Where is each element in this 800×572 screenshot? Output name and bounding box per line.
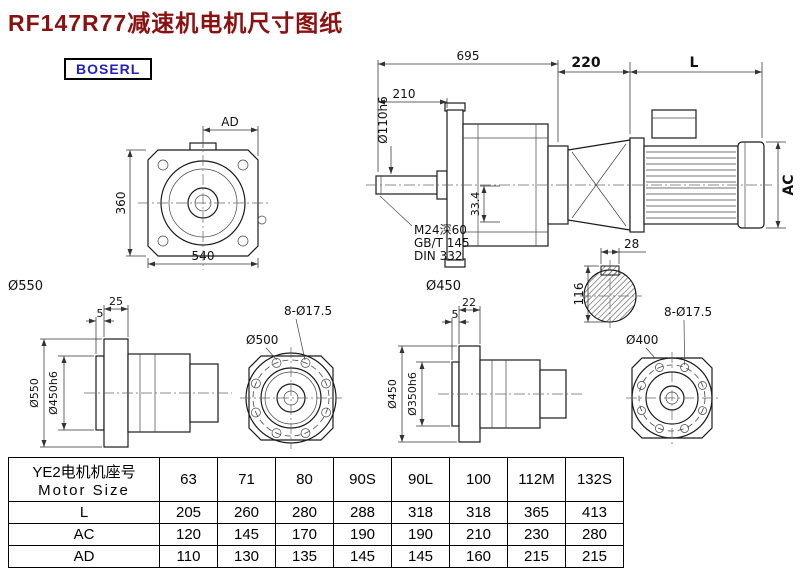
size-header-cell: 90S <box>333 457 392 502</box>
dim-220-label: 220 <box>571 55 600 71</box>
boserl-logo: BOSERL <box>64 58 153 80</box>
dim-22-label: 22 <box>462 296 476 309</box>
size-header-cell: 112M <box>507 457 566 502</box>
table-cell: 318 <box>391 501 450 524</box>
table-cell: 413 <box>565 501 624 524</box>
dim-l-label: L <box>690 55 699 71</box>
cooling-fins <box>646 151 736 219</box>
logo-text: BOSERL <box>76 61 141 77</box>
dim-d550-label: Ø550 <box>28 378 41 408</box>
size-header-cell: 80 <box>275 457 334 502</box>
flange-450-side-view: 22 5 Ø450 Ø350h6 <box>386 296 584 443</box>
dim-28-label: 28 <box>624 237 639 251</box>
bolt-holes-450 <box>637 363 707 433</box>
table-cell: 288 <box>333 501 392 524</box>
table-row-AD: AD 110 130 135 145 145 160 215 215 <box>8 545 624 568</box>
size-header-cell: 71 <box>217 457 276 502</box>
dim-334-label: 33.4 <box>469 192 482 217</box>
table-row-L: L 205 260 280 288 318 318 365 413 <box>8 501 624 524</box>
table-cell: 160 <box>449 545 508 568</box>
row-label-cell: AC <box>8 523 160 546</box>
table-cell: 190 <box>391 523 450 546</box>
gearbox-front-view: AD 360 540 Ø550 <box>8 115 270 294</box>
row-label-cell: AD <box>8 545 160 568</box>
label-8-holes-450: 8-Ø17.5 <box>664 305 712 319</box>
page-title: RF147R77减速机电机尺寸图纸 <box>8 10 344 36</box>
label-d500: Ø500 <box>246 333 278 347</box>
table-cell: 230 <box>507 523 566 546</box>
dim-5-label: 5 <box>97 307 104 320</box>
table-cell: 215 <box>565 545 624 568</box>
table-cell: 145 <box>217 523 276 546</box>
dim-5b-label: 5 <box>452 308 459 321</box>
size-header-cell: 100 <box>449 457 508 502</box>
header-cn: YE2电机机座号 <box>32 463 136 481</box>
size-header-cell: 90L <box>391 457 450 502</box>
table-cell: 145 <box>391 545 450 568</box>
bolt-circle <box>252 359 330 437</box>
table-cell: 210 <box>449 523 508 546</box>
table-cell: 135 <box>275 545 334 568</box>
dim-25-label: 25 <box>109 295 123 308</box>
label-8-holes-550: 8-Ø17.5 <box>284 304 332 318</box>
motor-side-view: 220 L AC <box>558 55 797 233</box>
shaft-section-view: 28 116 <box>572 237 646 330</box>
terminal-box <box>651 109 697 139</box>
flange-450-front-view: 8-Ø17.5 Ø400 <box>626 305 718 444</box>
table-cell: 260 <box>217 501 276 524</box>
table-cell: 120 <box>159 523 218 546</box>
table-cell: 190 <box>333 523 392 546</box>
table-cell: 215 <box>507 545 566 568</box>
table-cell: 130 <box>217 545 276 568</box>
dim-116-label: 116 <box>572 283 586 306</box>
table-header-row: YE2电机机座号 Motor Size 63 71 80 90S 90L 100… <box>8 457 624 502</box>
dim-d450b-label: Ø450 <box>386 379 399 409</box>
size-header-cell: 63 <box>159 457 218 502</box>
dim-360-label: 360 <box>114 192 128 215</box>
label-d550: Ø550 <box>8 279 43 294</box>
note-din: DIN 332 <box>414 249 462 263</box>
flange-550-front-view: 8-Ø17.5 Ø500 <box>240 304 342 449</box>
dim-shaft-label: Ø110h6 <box>376 96 390 144</box>
dim-d350h6-label: Ø350h6 <box>406 372 419 416</box>
oil-plug <box>257 215 267 225</box>
dim-d450h6-label: Ø450h6 <box>47 371 60 415</box>
header-en: Motor Size <box>38 481 130 499</box>
table-row-AC: AC 120 145 170 190 190 210 230 280 <box>8 523 624 546</box>
dim-210-label: 210 <box>393 87 416 101</box>
bolt-holes <box>251 358 331 438</box>
dim-ac-label: AC <box>781 174 797 195</box>
gearbox-side-view: 695 210 Ø110h6 M24深60 GB/T 145 DIN 332 3… <box>375 49 631 294</box>
motor-size-table: YE2电机机座号 Motor Size 63 71 80 90S 90L 100… <box>8 457 624 568</box>
table-cell: 110 <box>159 545 218 568</box>
note-m24: M24深60 <box>414 223 467 237</box>
table-cell: 365 <box>507 501 566 524</box>
table-cell: 318 <box>449 501 508 524</box>
dim-695-label: 695 <box>457 49 480 63</box>
table-cell: 170 <box>275 523 334 546</box>
table-cell: 280 <box>275 501 334 524</box>
flange-550-side-view: 25 5 Ø550 Ø450h6 <box>28 295 232 448</box>
table-cell: 280 <box>565 523 624 546</box>
table-cell: 205 <box>159 501 218 524</box>
dim-ad-label: AD <box>221 115 238 129</box>
label-d400: Ø400 <box>626 333 658 347</box>
note-gbt: GB/T 145 <box>414 236 470 250</box>
label-d450: Ø450 <box>426 279 461 294</box>
motor-size-header-cell: YE2电机机座号 Motor Size <box>8 457 160 502</box>
size-header-cell: 132S <box>565 457 624 502</box>
table-cell: 145 <box>333 545 392 568</box>
row-label-cell: L <box>8 501 160 524</box>
